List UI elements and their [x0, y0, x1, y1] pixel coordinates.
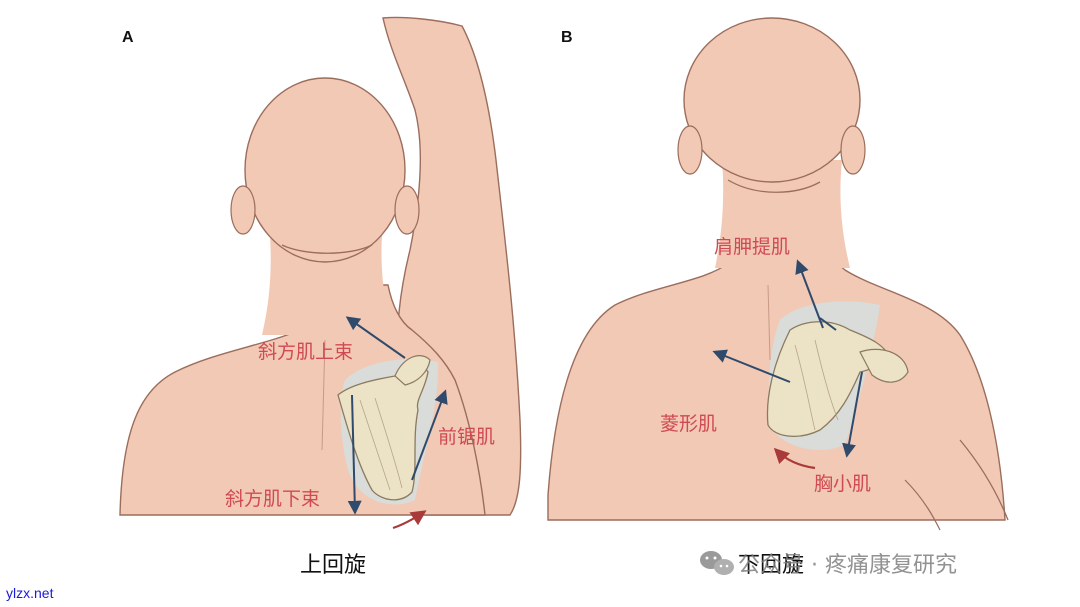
- vector-lower-trapezius-a: [347, 394, 362, 515]
- caption-b: 下回旋: [738, 553, 804, 578]
- panel-a: A 斜方肌上束 前锯肌 斜方肌下束 上回旋: [119, 16, 522, 578]
- label-lower-trapezius: 斜方肌下束: [225, 488, 320, 510]
- label-serratus-anterior: 前锯肌: [438, 426, 495, 448]
- vector-serratus-a: [411, 389, 448, 481]
- spine-a: [321, 339, 326, 451]
- neck-b: [715, 160, 850, 268]
- vector-pec-minor-b: [842, 371, 863, 458]
- label-rhomboid: 菱形肌: [660, 413, 717, 435]
- neck-a: [262, 235, 392, 335]
- arm-crease-b: [904, 479, 941, 531]
- acromion-b: [859, 348, 909, 383]
- label-upper-trapezius: 斜方肌上束: [258, 341, 353, 363]
- site-label: ylzx.net: [6, 585, 54, 601]
- panel-b: B 肩胛提肌 菱形肌 胸小肌 下回旋: [547, 17, 1009, 578]
- lowered-arm-b: [959, 439, 1009, 521]
- ear-left-a: [230, 185, 256, 235]
- scapula-bone-b: [766, 321, 891, 437]
- head-a: [244, 77, 406, 263]
- vector-rhomboid-b: [712, 349, 791, 383]
- ear-left-b: [677, 125, 703, 175]
- jaw-line-b: [727, 179, 821, 193]
- vector-levator-b: [795, 259, 824, 329]
- rotation-arrow-b: [773, 447, 816, 470]
- watermark: 公众号 · 疼痛康复研究: [700, 551, 957, 578]
- vector-upper-trapezius-a: [345, 316, 406, 359]
- jaw-line-a: [281, 244, 373, 254]
- head-b: [683, 17, 861, 183]
- ear-right-a: [394, 185, 420, 235]
- panel-letter-b: B: [561, 29, 573, 46]
- rotation-arrow-a: [392, 510, 427, 530]
- watermark-text: 公众号 · 疼痛康复研究: [738, 553, 957, 578]
- spine-b: [767, 284, 771, 361]
- label-levator-scapulae: 肩胛提肌: [714, 236, 790, 258]
- acromion-a: [394, 355, 431, 386]
- panel-letter-a: A: [122, 29, 134, 46]
- wechat-icon: [700, 551, 734, 575]
- caption-a: 上回旋: [300, 553, 366, 578]
- label-pectoralis-minor: 胸小肌: [814, 473, 871, 495]
- ear-right-b: [840, 125, 866, 175]
